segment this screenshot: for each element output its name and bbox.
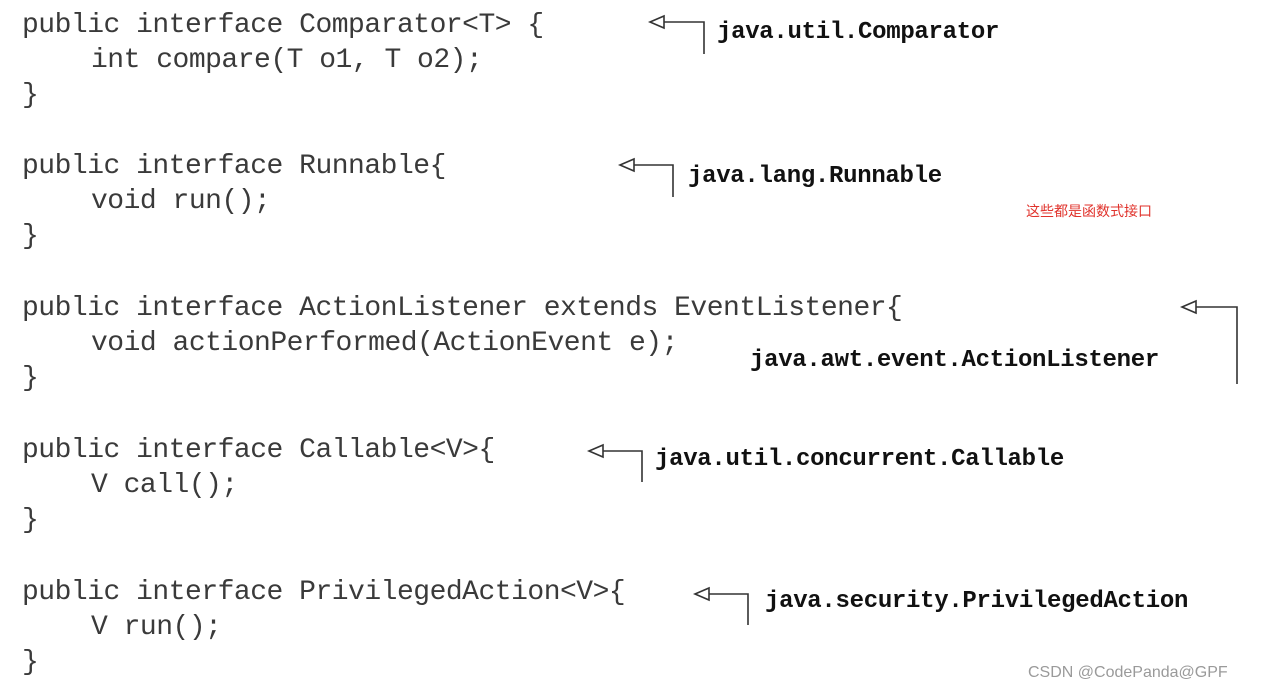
callable-method: V call(); — [91, 470, 238, 501]
runnable-method: void run(); — [91, 186, 271, 217]
actionlistener-package-label: java.awt.event.ActionListener — [750, 347, 1159, 374]
comparator-method: int compare(T o1, T o2); — [91, 45, 483, 76]
runnable-arrow-icon — [617, 157, 674, 197]
privilegedaction-package-label: java.security.PrivilegedAction — [765, 588, 1189, 615]
actionlistener-arrow-icon — [1179, 299, 1238, 384]
runnable-declaration: public interface Runnable{ — [22, 151, 446, 182]
functional-interface-note: 这些都是函数式接口 — [1026, 204, 1152, 220]
privilegedaction-method: V run(); — [91, 612, 222, 643]
runnable-package-label: java.lang.Runnable — [688, 163, 942, 190]
privilegedaction-declaration: public interface PrivilegedAction<V>{ — [22, 577, 626, 608]
privilegedaction-arrow-icon — [692, 586, 749, 625]
callable-arrow-icon — [586, 443, 643, 482]
comparator-declaration: public interface Comparator<T> { — [22, 10, 544, 41]
runnable-closing-brace: } — [22, 221, 39, 252]
actionlistener-method: void actionPerformed(ActionEvent e); — [91, 328, 678, 359]
actionlistener-declaration: public interface ActionListener extends … — [22, 293, 903, 324]
callable-package-label: java.util.concurrent.Callable — [655, 446, 1064, 473]
comparator-package-label: java.util.Comparator — [717, 19, 1000, 46]
watermark: CSDN @CodePanda@GPF — [1028, 664, 1228, 681]
actionlistener-closing-brace: } — [22, 363, 39, 394]
privilegedaction-closing-brace: } — [22, 647, 39, 678]
callable-declaration: public interface Callable<V>{ — [22, 435, 495, 466]
comparator-arrow-icon — [647, 14, 705, 54]
callable-closing-brace: } — [22, 505, 39, 536]
comparator-closing-brace: } — [22, 80, 39, 111]
